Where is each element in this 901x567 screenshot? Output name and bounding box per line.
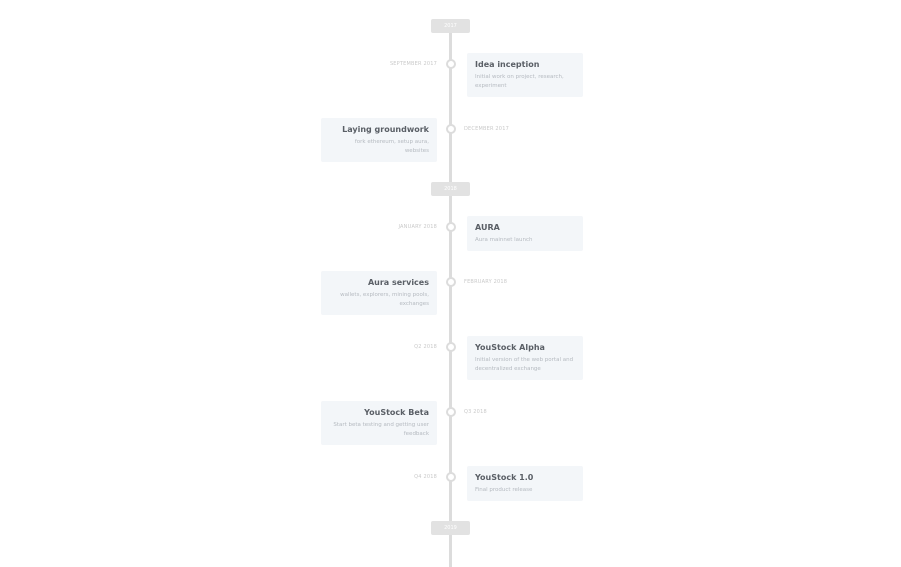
year-marker-2018: 2018 [431, 182, 470, 196]
event-title: YouStock Beta [364, 408, 429, 417]
timeline-dot [446, 277, 456, 287]
timeline-dot [446, 407, 456, 417]
timeline-dot [446, 124, 456, 134]
event-title: Laying groundwork [342, 125, 429, 134]
timeline-axis [449, 26, 452, 567]
year-marker-2017: 2017 [431, 19, 470, 33]
event-description: fork ethereum, setup aura, websites [354, 139, 429, 154]
event-title: YouStock Alpha [475, 343, 545, 352]
event-title: AURA [475, 223, 500, 232]
event-date: Q3 2018 [464, 409, 487, 415]
event-card-aura-services: Aura services wallets, explorers, mining… [321, 271, 437, 315]
event-date: Q4 2018 [414, 474, 437, 480]
event-date: JANUARY 2018 [398, 224, 437, 230]
event-date: SEPTEMBER 2017 [389, 61, 437, 67]
timeline-dot [446, 222, 456, 232]
event-card-aura: AURA Aura mainnet launch [467, 216, 583, 251]
year-marker-2019: 2019 [431, 521, 470, 535]
event-description: Start beta testing and getting user feed… [333, 422, 429, 437]
timeline-dot [446, 342, 456, 352]
event-description: Initial version of the web portal and de… [475, 357, 574, 372]
event-date: DECEMBER 2017 [464, 126, 509, 132]
event-card-youstock-beta: YouStock Beta Start beta testing and get… [321, 401, 437, 445]
event-card-youstock-1-0: YouStock 1.0 Final product release [467, 466, 583, 501]
timeline-dot [446, 472, 456, 482]
event-date: Q2 2018 [414, 344, 437, 350]
event-description: wallets, explorers, mining pools, exchan… [340, 292, 429, 307]
event-title: Aura services [367, 278, 429, 287]
event-date: FEBRUARY 2018 [464, 279, 508, 285]
event-description: Aura mainnet launch [475, 237, 533, 243]
timeline-dot [446, 59, 456, 69]
event-card-youstock-alpha: YouStock Alpha Initial version of the we… [467, 336, 583, 380]
event-title: Idea inception [475, 60, 540, 69]
event-card-idea-inception: Idea inception Initial work on project, … [467, 53, 583, 97]
event-description: Initial work on project, research, exper… [475, 74, 564, 89]
event-description: Final product release [475, 487, 533, 493]
event-title: YouStock 1.0 [475, 473, 534, 482]
event-card-laying-groundwork: Laying groundwork fork ethereum, setup a… [321, 118, 437, 162]
